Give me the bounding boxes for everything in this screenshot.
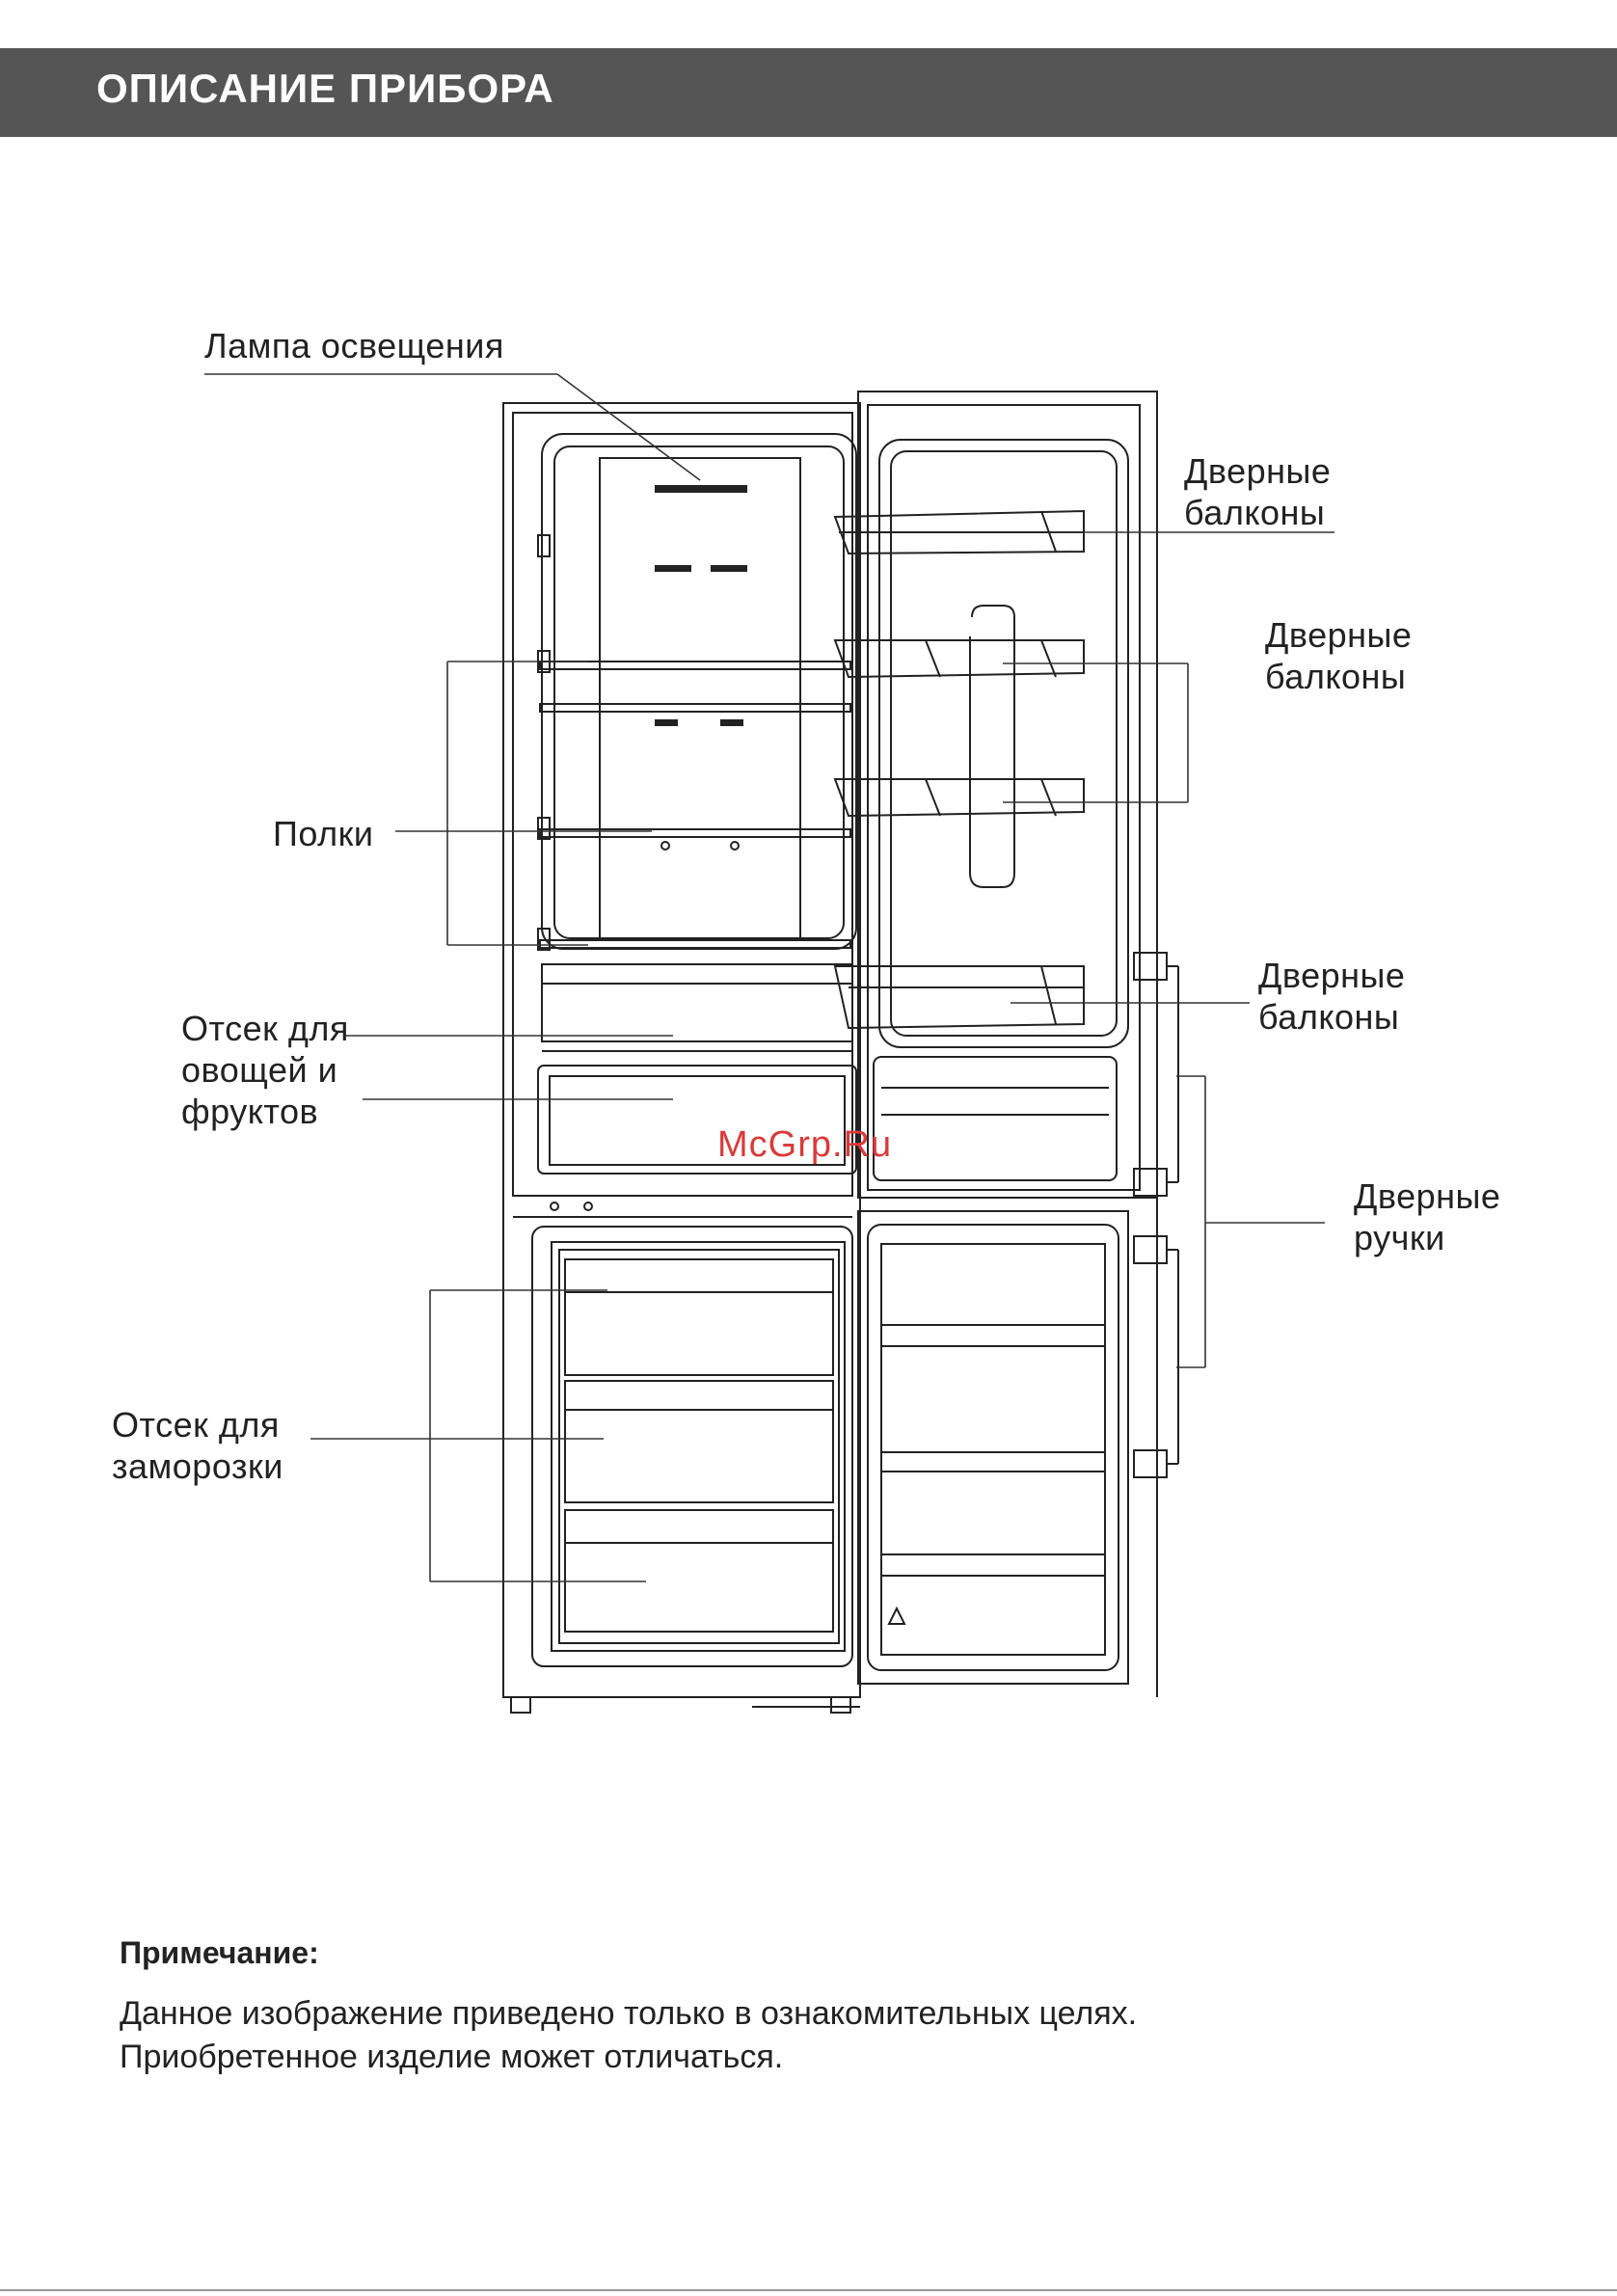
shelf-4 <box>540 940 850 948</box>
note-line-2: Приобретенное изделие может отличаться. <box>120 2039 783 2076</box>
fridge-cavity <box>542 434 856 949</box>
door-balcony-4 <box>835 966 1084 1028</box>
label-line: Отсек для <box>181 1008 349 1049</box>
shelf-2 <box>540 704 850 712</box>
label-crisper: Отсек для овощей и фруктов <box>181 1008 349 1132</box>
label-line: Отсек для <box>112 1404 283 1445</box>
label-line: фруктов <box>181 1091 349 1132</box>
water-drop-icon <box>889 1608 904 1624</box>
door-balcony-1 <box>835 511 1084 554</box>
note-title: Примечание: <box>120 1935 319 1971</box>
label-door-balconies-1: Дверные балконы <box>1184 450 1331 533</box>
label-shelves: Полки <box>273 813 373 854</box>
label-door-handles: Дверные ручки <box>1354 1175 1500 1258</box>
door-balcony-2 <box>835 640 1084 677</box>
lamp-light <box>656 486 746 492</box>
door-balcony-3 <box>835 779 1084 816</box>
label-door-balconies-3: Дверные балконы <box>1258 955 1405 1038</box>
freezer-drawer-1 <box>565 1259 833 1375</box>
label-line: балконы <box>1265 656 1412 697</box>
freezer-drawer-2 <box>565 1381 833 1502</box>
label-line: заморозки <box>112 1445 283 1487</box>
label-line: балконы <box>1184 492 1331 533</box>
leader-lines <box>204 374 1334 1581</box>
label-line: Дверные <box>1265 614 1412 656</box>
shelf-1 <box>540 662 850 669</box>
label-line: Дверные <box>1258 955 1405 996</box>
label-freezer: Отсек для заморозки <box>112 1404 283 1487</box>
freezer-drawer-3 <box>565 1510 833 1632</box>
watermark: McGrp.Ru <box>717 1124 892 1166</box>
label-line: балконы <box>1258 996 1405 1038</box>
label-line: ручки <box>1354 1217 1500 1258</box>
label-door-balconies-2: Дверные балконы <box>1265 614 1412 697</box>
back-panel <box>600 458 800 940</box>
label-line: овощей и <box>181 1049 349 1091</box>
label-line: Дверные <box>1354 1175 1500 1217</box>
footer-divider <box>0 2289 1617 2291</box>
label-lamp: Лампа освещения <box>204 325 504 366</box>
label-line: Дверные <box>1184 450 1331 492</box>
crisper-drawer-top <box>542 964 852 1041</box>
note-line-1: Данное изображение приведено только в оз… <box>120 1995 1137 2033</box>
